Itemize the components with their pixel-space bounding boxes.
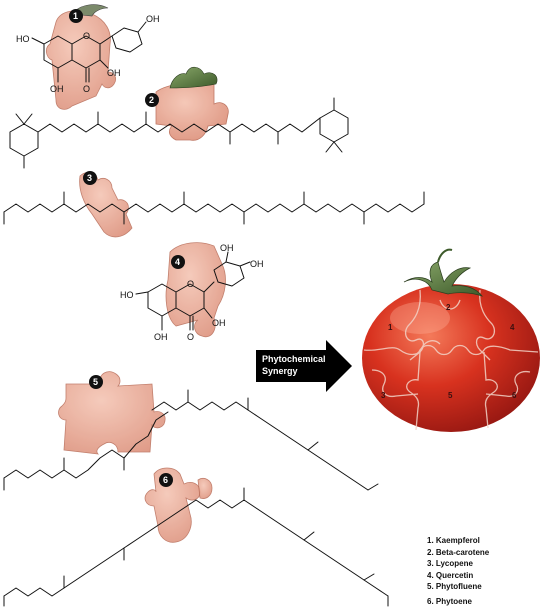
badge-6 (159, 473, 173, 487)
quercetin-ho-left: HO (120, 290, 134, 300)
badge-2 (145, 93, 159, 107)
phytofluene-group: 5 (3, 371, 379, 491)
puzzle-piece-2 (155, 82, 229, 141)
quercetin-group: OH OH HO O OH OH O 4 (120, 242, 264, 342)
kaempferol-ho-left: HO (16, 34, 30, 44)
beta-carotene-right-ring (319, 109, 349, 143)
badge-2-number: 2 (149, 95, 154, 105)
quercetin-oh-bottom: OH (154, 332, 168, 342)
quercetin-o-ring: O (187, 279, 194, 289)
tomato-piece-1: 1 (388, 323, 393, 332)
phytoene-chain-right (195, 499, 389, 597)
legend-item-lycopene: 3. Lycopene (427, 559, 473, 568)
puzzle-piece-1 (46, 10, 116, 110)
kaempferol-ring-b (111, 27, 143, 53)
puzzle-piece-6 (144, 467, 201, 543)
compound-legend: 1. Kaempferol 2. Beta-carotene 3. Lycope… (427, 535, 545, 607)
puzzle-piece-6b (197, 478, 213, 499)
tomato-body (362, 284, 540, 432)
badge-3-number: 3 (87, 173, 92, 183)
kaempferol-group: HO OH O OH OH O 1 (16, 4, 160, 110)
puzzle-piece-5 (58, 371, 166, 455)
badge-5 (89, 375, 103, 389)
kaempferol-oh-bottom: OH (50, 84, 64, 94)
legend-item-kaempferol: 1. Kaempferol (427, 536, 480, 545)
quercetin-oh-top1: OH (220, 243, 234, 253)
lycopene-group: 3 (3, 171, 425, 238)
badge-4-number: 4 (175, 257, 180, 267)
quercetin-o-keto: O (187, 332, 194, 342)
legend-item-quercetin: 4. Quercetin (427, 570, 474, 580)
kaempferol-oh-top: OH (146, 14, 160, 24)
arrow-label-line1: Phytochemical (262, 354, 326, 364)
tomato-piece-6: 6 (512, 391, 517, 400)
legend-item-phytofluene: 5. Phytofluene (427, 582, 482, 591)
badge-3 (83, 171, 97, 185)
tomato-puzzle: 1 2 3 4 5 6 (362, 248, 540, 432)
beta-carotene-chain (37, 117, 321, 133)
beta-carotene-group: 2 (9, 66, 349, 169)
puzzle-piece-3 (79, 172, 133, 238)
lycopene-chain (3, 203, 425, 213)
tomato-seams (363, 289, 539, 431)
tomato-piece-2: 2 (446, 303, 451, 312)
badge-4 (171, 255, 185, 269)
quercetin-oh-right: OH (212, 318, 226, 328)
legend-item-phytoene: 6. Phytoene (427, 596, 472, 606)
phytofluene-chain-right (151, 401, 369, 491)
badge-5-number: 5 (93, 377, 98, 387)
synergy-arrow: Phytochemical Synergy (256, 340, 352, 392)
phytoene-group: 6 (3, 467, 389, 607)
badge-1 (69, 9, 83, 23)
tomato-stem (403, 261, 483, 297)
legend-item-beta-carotene: 2. Beta-carotene (427, 547, 490, 557)
phytoene-chain-left (3, 499, 197, 597)
tomato-piece-5: 5 (448, 391, 453, 400)
badge-6-number: 6 (163, 475, 168, 485)
kaempferol-oh-mid: OH (107, 68, 121, 78)
phytofluene-chain-left (3, 411, 169, 479)
kaempferol-o-ring: O (83, 31, 90, 41)
beta-carotene-left-ring (9, 123, 39, 157)
tomato-piece-3: 3 (381, 391, 386, 400)
kaempferol-o-keto: O (83, 84, 90, 94)
arrow-shape (256, 340, 352, 392)
tomato-stem-2 (169, 66, 218, 89)
tomato-piece-4: 4 (510, 323, 515, 332)
arrow-label-line2: Synergy (262, 366, 298, 376)
quercetin-oh-top2: OH (250, 259, 264, 269)
badge-1-number: 1 (73, 11, 78, 21)
